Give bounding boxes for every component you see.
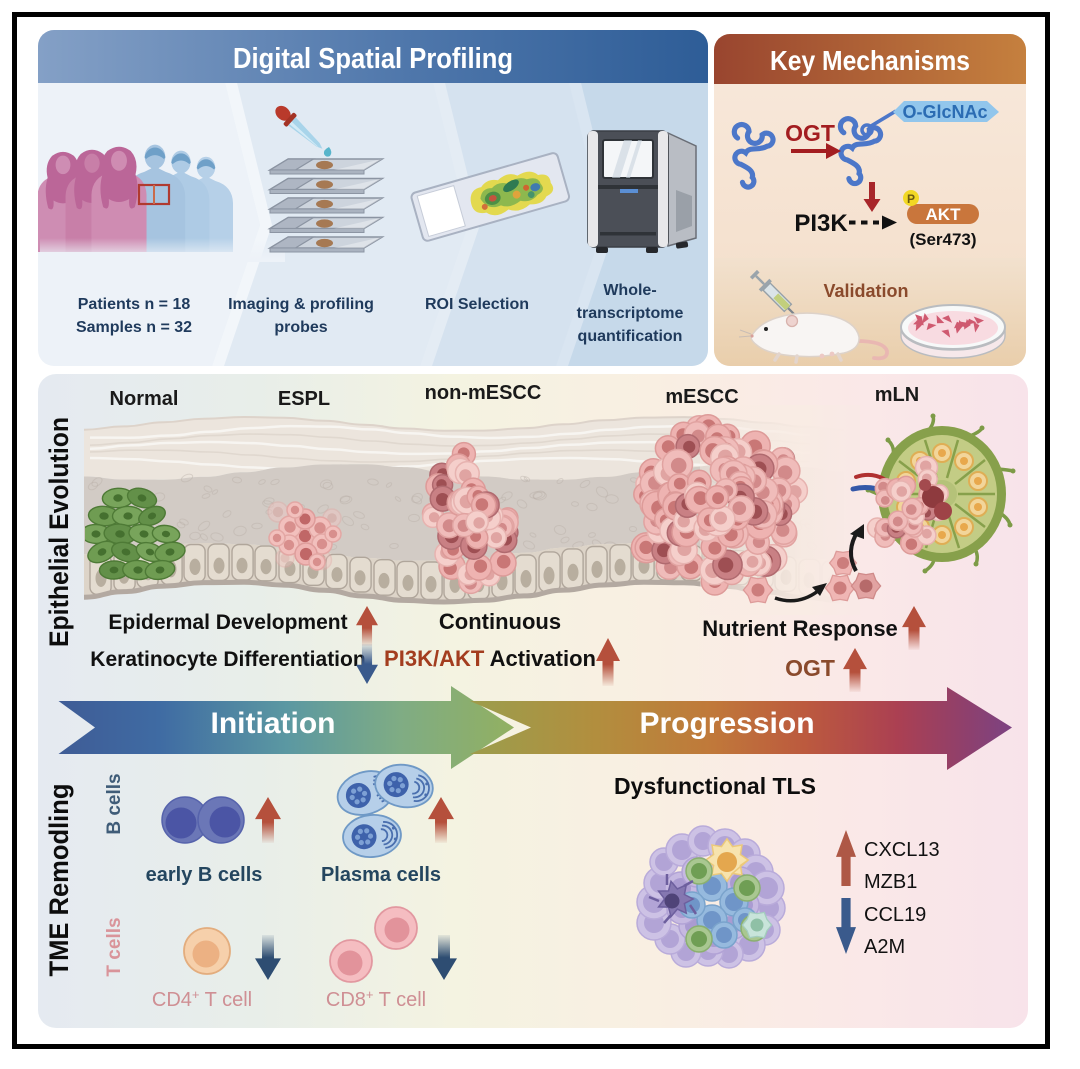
svg-text:Initiation: Initiation [211, 707, 336, 740]
svg-text:ROI Selection: ROI Selection [425, 296, 529, 313]
svg-text:Key Mechanisms: Key Mechanisms [770, 45, 970, 76]
svg-text:TME Remodling: TME Remodling [44, 784, 74, 977]
svg-text:CD8+ T cell: CD8+ T cell [326, 987, 426, 1012]
svg-text:Patients n = 18: Patients n = 18 [78, 296, 191, 313]
svg-text:Keratinocyte Differentiation: Keratinocyte Differentiation [90, 648, 365, 671]
svg-text:Nutrient Response: Nutrient Response [702, 616, 898, 641]
svg-text:A2M: A2M [864, 936, 905, 958]
svg-text:probes: probes [274, 319, 327, 336]
svg-text:Epithelial Evolution: Epithelial Evolution [44, 417, 74, 647]
svg-text:Continuous: Continuous [439, 609, 561, 634]
svg-text:PI3K: PI3K [794, 210, 848, 237]
svg-text:non-mESCC: non-mESCC [425, 382, 542, 404]
svg-text:Samples n = 32: Samples n = 32 [76, 319, 192, 336]
svg-text:T cells: T cells [104, 917, 125, 976]
svg-text:mLN: mLN [875, 384, 919, 406]
svg-text:Progression: Progression [639, 707, 814, 740]
svg-text:O-GlcNAc: O-GlcNAc [902, 102, 987, 122]
svg-text:CD4+ T cell: CD4+ T cell [152, 987, 252, 1012]
svg-text:OGT: OGT [785, 655, 835, 681]
svg-text:(Ser473): (Ser473) [909, 230, 976, 249]
svg-text:transcriptome: transcriptome [577, 305, 684, 322]
svg-text:PI3K/AKT Activation: PI3K/AKT Activation [384, 646, 596, 671]
svg-text:early B cells: early B cells [146, 864, 263, 886]
svg-text:P: P [907, 192, 915, 206]
svg-text:OGT: OGT [785, 120, 835, 146]
svg-text:CXCL13: CXCL13 [864, 839, 940, 861]
svg-text:mESCC: mESCC [665, 386, 738, 408]
svg-text:B cells: B cells [104, 773, 125, 834]
svg-text:Normal: Normal [110, 388, 179, 410]
svg-text:CCL19: CCL19 [864, 904, 926, 926]
svg-text:AKT: AKT [926, 205, 962, 224]
svg-text:Dysfunctional TLS: Dysfunctional TLS [614, 773, 816, 799]
svg-text:Whole-: Whole- [603, 282, 656, 299]
svg-text:Imaging & profiling: Imaging & profiling [228, 296, 374, 313]
svg-text:Plasma cells: Plasma cells [321, 864, 441, 886]
svg-text:Epidermal Development: Epidermal Development [108, 611, 347, 634]
svg-text:MZB1: MZB1 [864, 871, 917, 893]
svg-text:quantification: quantification [578, 328, 683, 345]
svg-text:Digital Spatial Profiling: Digital Spatial Profiling [233, 43, 513, 75]
svg-text:ESPL: ESPL [278, 388, 330, 410]
svg-text:Validation: Validation [823, 281, 908, 301]
